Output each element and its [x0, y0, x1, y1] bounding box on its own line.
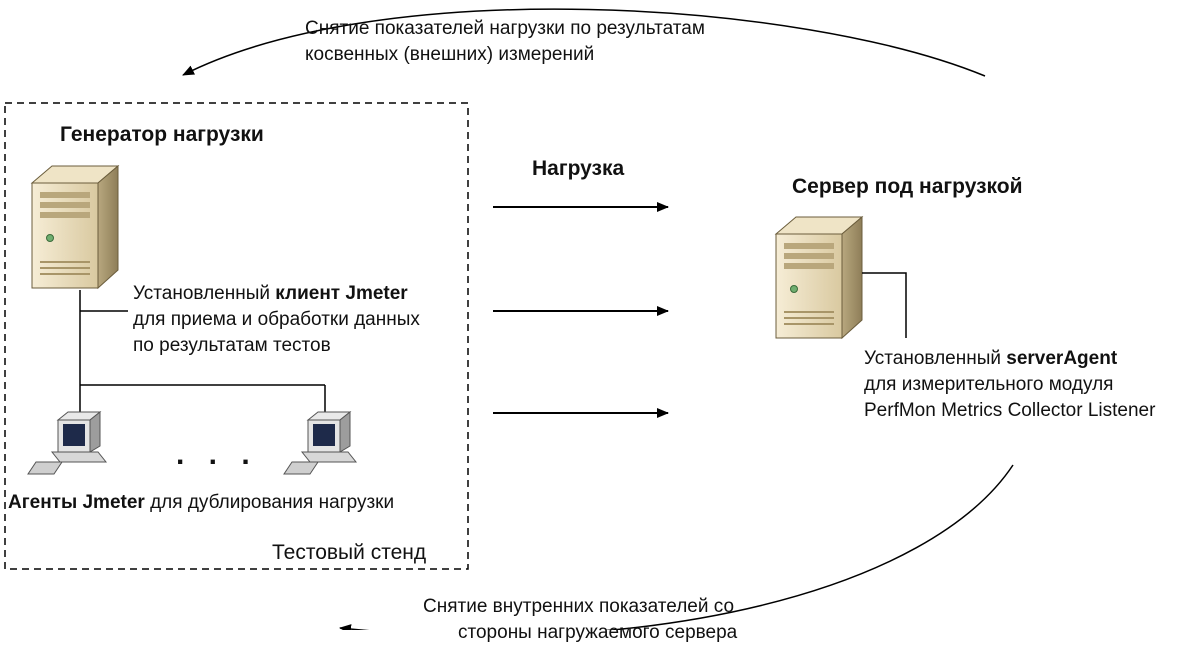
diagram-canvas — [4, 8, 1014, 630]
agent-computer-icon-1 — [27, 410, 108, 475]
agents-caption: Агенты Jmeter для дублирования нагрузки — [8, 490, 394, 516]
client-line3: по результатам тестов — [133, 335, 331, 356]
server-agent-pointer-line — [862, 272, 907, 338]
server-agent-bold: serverAgent — [1006, 348, 1118, 369]
client-line1: Установленный клиент Jmeter — [133, 281, 408, 307]
feedback-arrow-top — [182, 8, 986, 77]
client-prefix: Установленный — [133, 283, 276, 304]
target-server-icon — [774, 215, 864, 340]
server-agent-line2: для измерительного модуля — [864, 374, 1114, 395]
feedback-top-line2: косвенных (внешних) измерений — [305, 44, 595, 65]
feedback-top-line1: Снятие показателей нагрузки по результат… — [305, 18, 705, 39]
feedback-bottom-line2: стороны нагружаемого сервера — [458, 622, 738, 643]
generator-title: Генератор нагрузки — [60, 123, 264, 146]
feedback-arrow-bottom — [339, 464, 1014, 630]
client-bold: клиент Jmeter — [275, 283, 408, 304]
client-line2: для приема и обработки данных — [133, 309, 420, 330]
agent-computer-icon-2 — [283, 410, 358, 475]
feedback-bottom-line1: Снятие внутренних показателей со — [423, 596, 735, 617]
agents-rest: для дублирования нагрузки — [144, 492, 395, 513]
test-stand-box — [4, 102, 469, 570]
load-label: Нагрузка — [532, 157, 625, 180]
server-agent-line3: PerfMon Metrics Collector Listener — [864, 400, 1156, 421]
agents-bold: Агенты Jmeter — [8, 492, 145, 513]
server-title: Сервер под нагрузкой — [792, 175, 1023, 198]
server-agent-prefix: Установленный — [864, 348, 1007, 369]
generator-server-icon — [30, 164, 120, 290]
agents-ellipsis: . . . — [176, 438, 258, 471]
test-stand-label: Тестовый стенд — [272, 541, 427, 564]
server-agent-line1: Установленный serverAgent — [864, 346, 1117, 372]
